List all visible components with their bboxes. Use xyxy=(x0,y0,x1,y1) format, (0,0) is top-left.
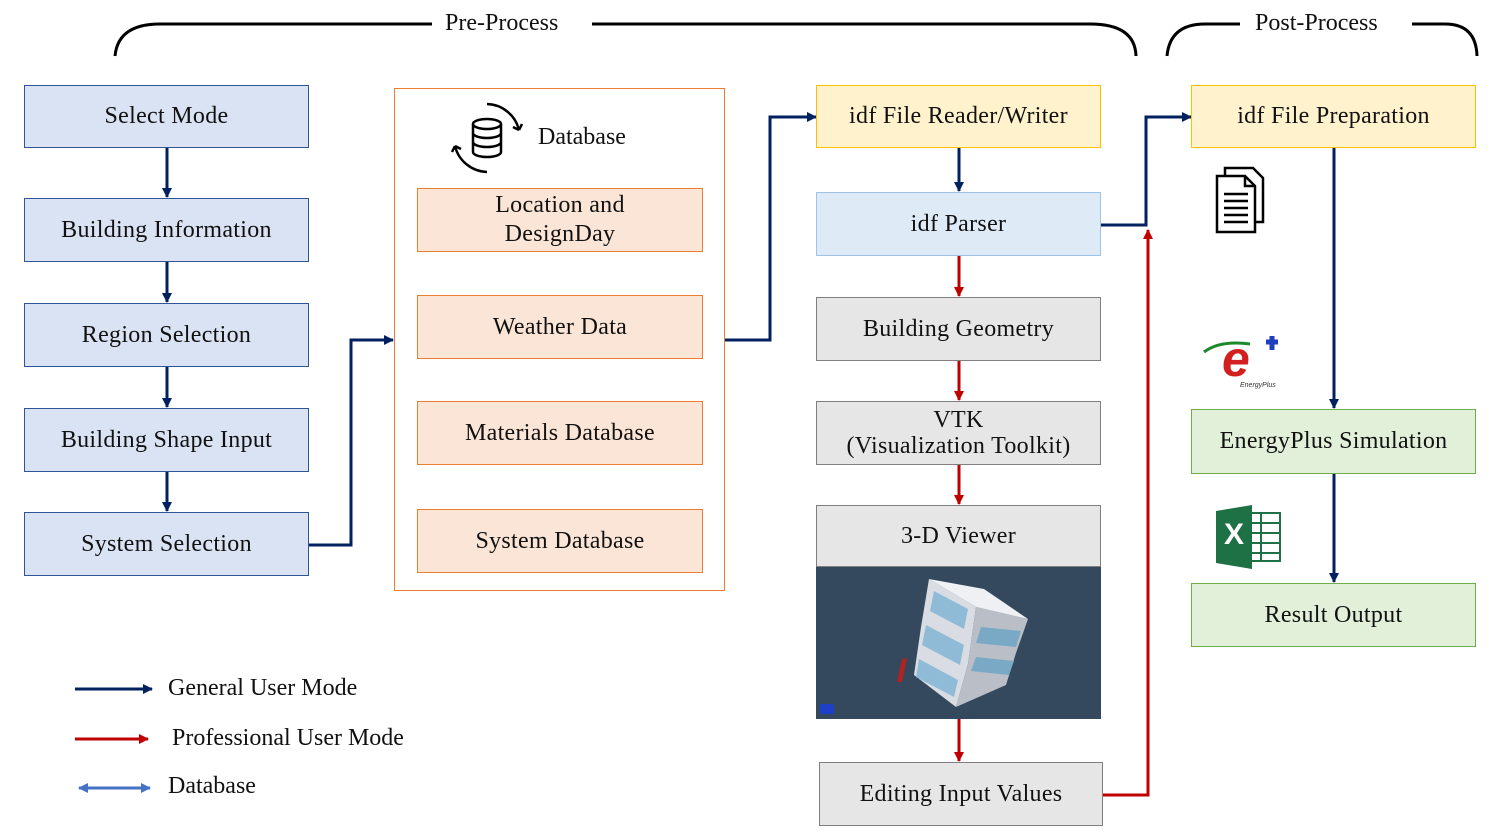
location-designday-box: Location and DesignDay xyxy=(417,188,703,252)
system-selection-box: System Selection xyxy=(24,512,309,576)
building-shape-input-box: Building Shape Input xyxy=(24,408,309,472)
post-process-header: Post-Process xyxy=(1255,10,1378,36)
materials-database-box: Materials Database xyxy=(417,401,703,465)
idf-reader-writer-box: idf File Reader/Writer xyxy=(816,85,1101,148)
pre-process-header: Pre-Process xyxy=(445,10,559,36)
building-information-box: Building Information xyxy=(24,198,309,262)
arrow-database-to-reader xyxy=(725,112,817,342)
editing-input-values-box: Editing Input Values xyxy=(819,762,1103,826)
region-selection-box: Region Selection xyxy=(24,303,309,367)
idf-file-preparation-box: idf File Preparation xyxy=(1191,85,1476,148)
legend-general-label: General User Mode xyxy=(168,675,358,701)
legend-database-label: Database xyxy=(168,773,256,799)
viewer-box: 3-D Viewer xyxy=(816,505,1101,567)
energyplus-simulation-box: EnergyPlus Simulation xyxy=(1191,409,1476,474)
database-icon xyxy=(450,102,524,174)
arrow-parser-to-preparation xyxy=(1101,112,1192,227)
energyplus-logo: e EnergyPlus xyxy=(1200,331,1290,394)
system-database-box: System Database xyxy=(417,509,703,573)
building-render-image xyxy=(820,579,1028,714)
building-geometry-box: Building Geometry xyxy=(816,297,1101,361)
energyplus-logo-text: EnergyPlus xyxy=(1240,382,1276,389)
arrow-system-to-database xyxy=(308,335,394,547)
database-title: Database xyxy=(538,124,626,150)
vtk-line2: (Visualization Toolkit) xyxy=(846,433,1071,459)
select-mode-box: Select Mode xyxy=(24,85,309,148)
energyplus-swoosh-icon xyxy=(1203,336,1278,354)
arrow-editing-to-parser xyxy=(1103,229,1153,797)
post-process-brace xyxy=(1165,22,1479,57)
weather-data-box: Weather Data xyxy=(417,295,703,359)
excel-logo-letter: X xyxy=(1224,518,1245,551)
idf-parser-box: idf Parser xyxy=(816,192,1101,256)
legend-professional-label: Professional User Mode xyxy=(172,725,404,751)
document-icon xyxy=(1215,166,1265,234)
vtk-line1: VTK xyxy=(933,406,984,433)
excel-logo: X xyxy=(1216,505,1282,569)
excel-sheet-icon xyxy=(1216,505,1281,569)
result-output-box: Result Output xyxy=(1191,583,1476,647)
energyplus-logo-letter: e xyxy=(1222,331,1250,387)
vtk-box: VTK (Visualization Toolkit) xyxy=(816,401,1101,465)
pre-process-brace xyxy=(113,22,1138,57)
viewer-render xyxy=(816,567,1101,719)
